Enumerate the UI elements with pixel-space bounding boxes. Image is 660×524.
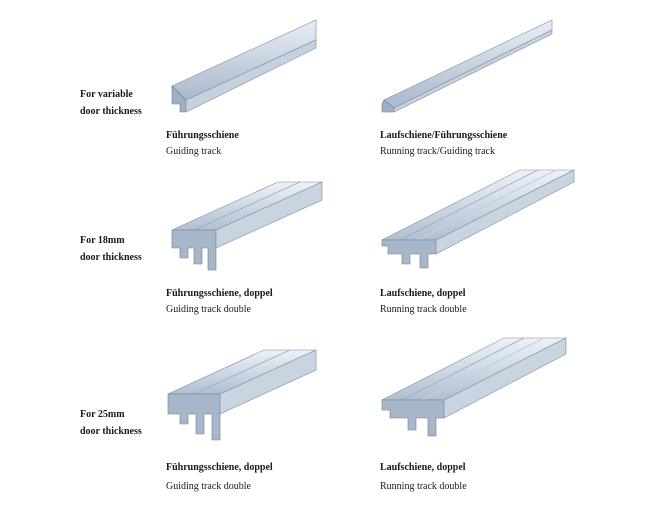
row-label-line1: For 25mm [80,409,125,420]
caption-running-guiding-track: Laufschiene/Führungsschiene Running trac… [380,128,507,160]
caption-en: Guiding track double [166,481,251,492]
row-label-line1: For 18mm [80,235,125,246]
caption-de: Führungsschiene [166,130,239,141]
caption-guiding-track-double: Führungsschiene, doppel Guiding track do… [166,286,273,318]
caption-en: Running track double [380,304,467,315]
caption-de: Laufschiene, doppel [380,462,466,473]
caption-running-track-double: Laufschiene, doppel Running track double [380,460,467,495]
row-label-line1: For variable [80,89,133,100]
row-label-18mm: For 18mm door thickness [80,232,142,266]
double-run-icon [381,337,567,437]
caption-guiding-track: Führungsschiene Guiding track [166,128,239,160]
single-guide-icon [171,19,317,113]
double-guide-icon [167,349,317,441]
caption-de: Laufschiene, doppel [380,288,466,299]
row-label-variable: For variable door thickness [80,86,142,120]
row-label-line2: door thickness [80,106,142,117]
single-run-icon [381,19,553,113]
caption-de: Führungsschiene, doppel [166,462,273,473]
caption-en: Running track double [380,481,467,492]
row-label-line2: door thickness [80,426,142,437]
caption-en: Running track/Guiding track [380,146,495,157]
caption-guiding-track-double: Führungsschiene, doppel Guiding track do… [166,460,273,495]
double-guide-icon [171,181,323,271]
caption-en: Guiding track [166,146,222,157]
caption-de: Laufschiene/Führungsschiene [380,130,508,141]
double-run-icon [381,169,575,269]
caption-en: Guiding track double [166,304,251,315]
row-label-25mm: For 25mm door thickness [80,406,142,440]
caption-de: Führungsschiene, doppel [166,288,273,299]
row-label-line2: door thickness [80,252,142,263]
caption-running-track-double: Laufschiene, doppel Running track double [380,286,467,318]
